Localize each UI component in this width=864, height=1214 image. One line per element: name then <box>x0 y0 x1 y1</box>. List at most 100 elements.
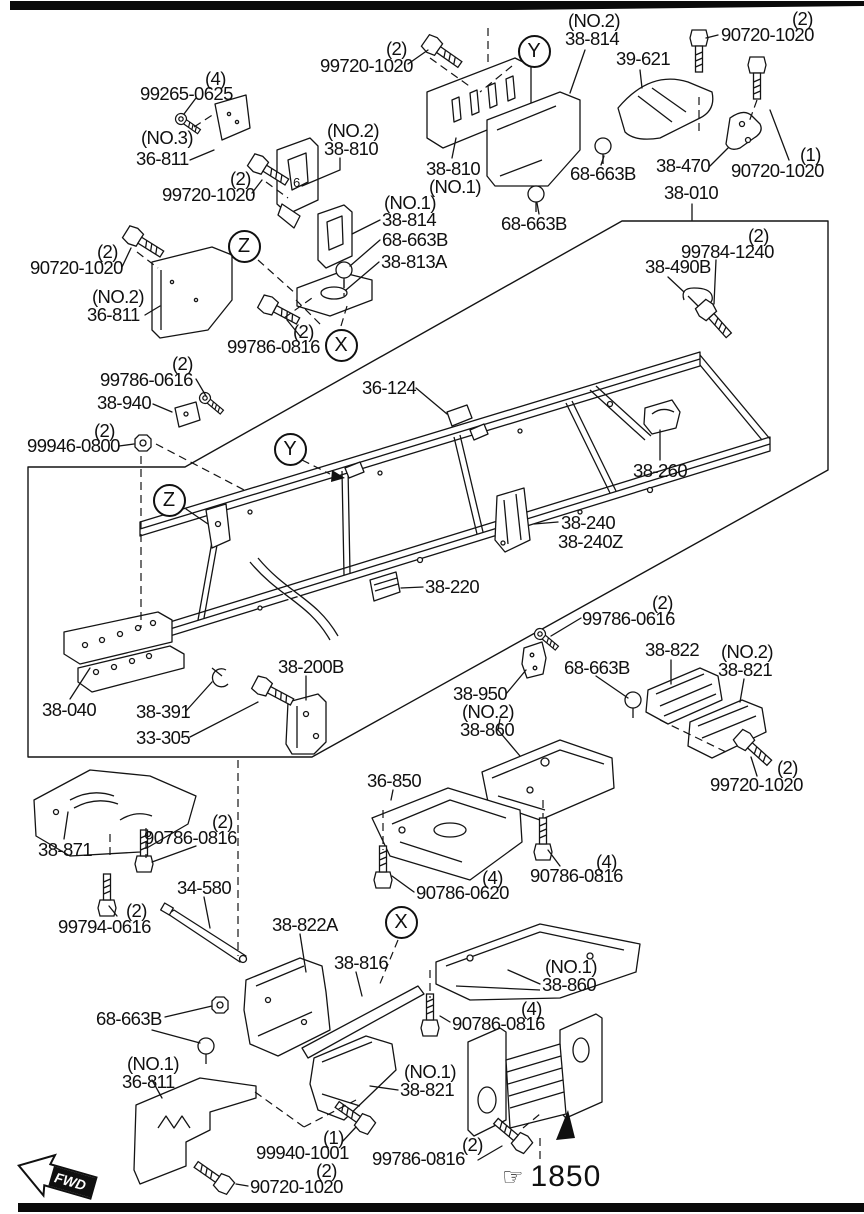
part-label: 68-663B <box>96 1008 162 1029</box>
parts-shapes <box>33 57 767 1185</box>
part-label: (NO.2) <box>462 701 515 722</box>
part-label: 38-950 <box>453 683 508 704</box>
part-label: 38-040 <box>42 699 97 720</box>
part-label: (2) <box>652 592 673 613</box>
part-label: (4) <box>482 867 503 888</box>
part-label: 38-260 <box>633 460 688 481</box>
part-label: 99794-0616 <box>58 916 151 937</box>
top-page-bar <box>10 1 864 10</box>
part-label: 36-811 <box>122 1071 175 1092</box>
dashed-lines <box>109 28 758 1164</box>
part-label: (1) <box>323 1127 344 1148</box>
part-label: (NO.3) <box>141 127 194 148</box>
chassis-frame <box>104 351 771 657</box>
part-label: 38-200B <box>278 656 344 677</box>
view-marker-y: Y <box>273 432 307 466</box>
part-label: 36-811 <box>136 148 189 169</box>
part-label: 33-305 <box>136 727 191 748</box>
part-label: 38-490B <box>645 256 711 277</box>
part-label: 38-010 <box>664 182 719 203</box>
part-label: 38-821 <box>400 1079 455 1100</box>
part-label: 99940-1001 <box>256 1142 349 1163</box>
view-marker-y: Y <box>517 34 551 68</box>
direction-arrows <box>331 470 575 1140</box>
part-label: 68-663B <box>501 213 567 234</box>
part-label: 36-811 <box>87 304 140 325</box>
part-label: 99786-0616 <box>582 608 675 629</box>
part-label: (4) <box>521 998 542 1019</box>
frame-box <box>27 220 829 758</box>
part-label: 99786-0616 <box>100 369 193 390</box>
part-label: 38-220 <box>425 576 480 597</box>
part-label: (NO.2) <box>327 120 380 141</box>
part-label: (2) <box>316 1160 337 1181</box>
part-label: 38-940 <box>97 392 152 413</box>
part-label: 68-663B <box>564 657 630 678</box>
part-label: (NO.1) <box>127 1053 180 1074</box>
part-label: 38-810 <box>426 158 481 179</box>
part-label: 90786-0816 <box>452 1013 545 1034</box>
part-label: 90786-0816 <box>530 865 623 886</box>
part-label: 99786-0816 <box>372 1148 465 1169</box>
part-label: (2) <box>230 168 251 189</box>
part-label: 38-240 <box>561 512 616 533</box>
part-label: (NO.1) <box>545 956 598 977</box>
part-label: (2) <box>293 321 314 342</box>
part-label: 38-813A <box>381 251 447 272</box>
part-label: (2) <box>462 1134 483 1155</box>
part-label: 36-124 <box>362 377 417 398</box>
part-label: (2) <box>94 420 115 441</box>
part-label: 36-850 <box>367 770 422 791</box>
part-label: (2) <box>212 811 233 832</box>
view-marker-x: X <box>324 328 358 362</box>
part-label: 39-621 <box>616 48 671 69</box>
part-label: (NO.1) <box>429 176 482 197</box>
part-label: 99720-1020 <box>710 774 803 795</box>
reference-1850: ☞ 1850 <box>502 1162 601 1192</box>
part-label: 34-580 <box>177 877 232 898</box>
part-label: (NO.2) <box>92 286 145 307</box>
part-label: 38-821 <box>718 659 773 680</box>
reference-number: 1850 <box>530 1160 602 1193</box>
part-label: 6 <box>293 175 300 190</box>
part-label: 90720-1020 <box>30 257 123 278</box>
part-label: 38-814 <box>565 28 620 49</box>
part-label: 68-663B <box>382 229 448 250</box>
part-label: 38-470 <box>656 155 711 176</box>
part-label: 90786-0816 <box>144 827 237 848</box>
part-label: 90786-0620 <box>416 882 509 903</box>
part-label: (NO.1) <box>404 1061 457 1082</box>
part-label: (NO.2) <box>721 641 774 662</box>
part-label: (2) <box>172 353 193 374</box>
part-label: 38-391 <box>136 701 191 722</box>
part-label: 38-814 <box>382 209 437 230</box>
part-label: 38-810 <box>324 138 379 159</box>
part-label: (2) <box>792 8 813 29</box>
part-label: (2) <box>777 757 798 778</box>
part-label: (NO.2) <box>568 10 621 31</box>
part-label: 90720-1020 <box>731 160 824 181</box>
leader-lines <box>63 34 790 1187</box>
part-label: (2) <box>386 38 407 59</box>
part-label: (2) <box>97 241 118 262</box>
part-label: 38-860 <box>460 719 515 740</box>
part-label: 38-871 <box>38 839 93 860</box>
part-label: (2) <box>748 225 769 246</box>
part-label: 99265-0625 <box>140 83 233 104</box>
part-label: (4) <box>205 68 226 89</box>
part-label: 38-822A <box>272 914 338 935</box>
part-label: 38-240Z <box>558 531 623 552</box>
view-marker-z: Z <box>152 483 186 517</box>
bottom-page-bar <box>18 1203 864 1212</box>
fwd-arrow: FWD <box>17 1153 98 1200</box>
part-label: 38-816 <box>334 952 389 973</box>
part-label: (2) <box>126 900 147 921</box>
view-marker-x: X <box>384 905 418 939</box>
part-label: (NO.1) <box>384 192 437 213</box>
part-label: 99786-0816 <box>227 336 320 357</box>
part-label: 38-822 <box>645 639 700 660</box>
part-label: 90720-1020 <box>250 1176 343 1197</box>
pointing-hand-icon: ☞ <box>502 1163 524 1191</box>
